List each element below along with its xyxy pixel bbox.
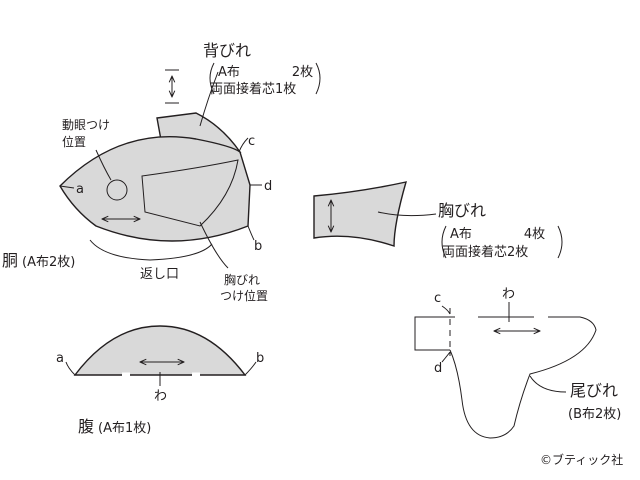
belly-a-leader xyxy=(65,361,76,376)
b-leader-body xyxy=(247,225,255,241)
pectoral-paren-right xyxy=(557,225,563,259)
body-piece: 動眼つけ 位置 胴 (A布2枚) 返し口 胸びれ つけ位置 a c d b xyxy=(2,118,272,303)
pectoral-attach-outline xyxy=(141,159,239,227)
a-leader-body xyxy=(59,185,75,189)
point-a-belly: a xyxy=(56,351,64,366)
dorsal-leader-line xyxy=(199,71,219,127)
pectoral-pos-label-1: 胸びれ xyxy=(224,272,260,287)
pectoral-pos-label-2: つけ位置 xyxy=(220,288,268,303)
belly-fold-mark: わ xyxy=(154,389,167,404)
tail-fin-detail: (B布2枚) xyxy=(568,407,621,422)
opening-label: 返し口 xyxy=(140,267,179,282)
dorsal-fin-detail-2: 両面接着芯1枚 xyxy=(210,81,296,97)
eye-label-1: 動眼つけ xyxy=(62,118,110,132)
point-c-body: c xyxy=(248,134,255,149)
belly-shape xyxy=(73,325,247,376)
pectoral-fin-piece: 胸びれ A布 4枚 両面接着芯2枚 xyxy=(313,181,563,260)
dorsal-paren-left xyxy=(209,62,215,95)
body-shape xyxy=(59,136,251,242)
c-leader-body xyxy=(238,137,249,153)
point-d-tail: d xyxy=(434,361,442,376)
opening-bracket xyxy=(89,239,213,261)
eye-leader-line xyxy=(95,149,112,181)
point-a-body: a xyxy=(76,182,84,197)
pectoral-fin-detail-2: 両面接着芯2枚 xyxy=(442,244,528,260)
dorsal-paren-right xyxy=(315,62,321,95)
body-detail: (A布2枚) xyxy=(22,255,75,270)
point-d-body: d xyxy=(264,179,272,194)
eye-label-2: 位置 xyxy=(62,134,86,149)
pectoral-leader-line xyxy=(377,211,437,217)
tail-fin-piece: わ c d 尾びれ (B布2枚) xyxy=(414,287,621,439)
point-b-body: b xyxy=(254,239,262,254)
pectoral-paren-left xyxy=(441,225,447,259)
tail-fin-outline xyxy=(414,316,597,439)
belly-piece: わ a b 腹 (A布1枚) xyxy=(56,325,264,436)
dorsal-fin-name: 背びれ xyxy=(203,41,251,60)
belly-b-leader xyxy=(244,361,257,376)
tail-c-leader xyxy=(441,305,451,315)
point-b-belly: b xyxy=(256,351,264,366)
tail-name-leader xyxy=(529,375,567,393)
belly-name: 腹 xyxy=(78,417,94,436)
pectoral-pos-leader xyxy=(199,221,229,269)
tail-fin-name: 尾びれ xyxy=(570,381,618,400)
tail-fold-mark: わ xyxy=(502,287,515,302)
pectoral-fin-shape xyxy=(313,181,407,247)
pectoral-fin-name: 胸びれ xyxy=(438,201,486,220)
copyright-credit: ©ブティック社 xyxy=(540,452,623,467)
eye-position-circle xyxy=(106,179,128,201)
belly-detail: (A布1枚) xyxy=(98,421,151,436)
dorsal-fin-piece: 背びれ A布 2枚 両面接着芯1枚 xyxy=(156,41,321,153)
body-name: 胴 xyxy=(2,251,18,270)
pectoral-fin-detail-1: A布 4枚 xyxy=(450,227,545,242)
point-c-tail: c xyxy=(434,291,441,306)
dorsal-fin-detail-1: A布 2枚 xyxy=(218,65,313,80)
tail-d-leader xyxy=(441,351,451,363)
